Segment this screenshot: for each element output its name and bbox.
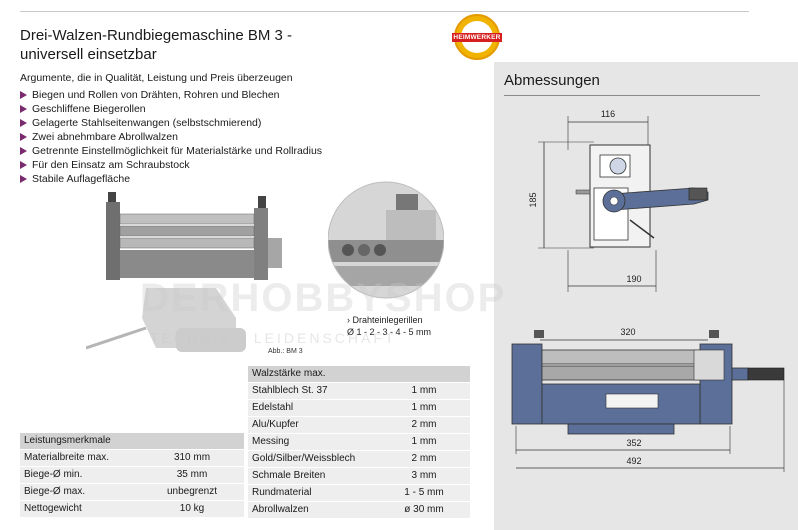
table-header-cell: Leistungsmerkmale <box>20 433 140 450</box>
detail-caption: › Drahteinlegerillen Ø 1 - 2 - 3 - 4 - 5… <box>347 314 431 338</box>
feature-item: Zwei abnehmbare Abrollwalzen <box>20 130 322 144</box>
table-row: Biege-Ø max.unbegrenzt <box>20 483 244 501</box>
table-header-cell: Walzstärke max. <box>248 366 378 383</box>
feature-item: Geschliffene Biegerollen <box>20 102 322 116</box>
bullet-triangle-icon <box>20 175 27 183</box>
watermark-sub: TECHNIK · LEIDENSCHAFT <box>150 330 397 346</box>
front-view-drawing: 320 352 492 <box>511 327 785 472</box>
feature-item: Für den Einsatz am Schraubstock <box>20 158 322 172</box>
page-title: Drei-Walzen-Rundbiegemaschine BM 3 - uni… <box>20 26 292 64</box>
feature-item: Stabile Auflagefläche <box>20 172 322 186</box>
dim-116-label: 116 <box>601 109 615 119</box>
photo-caption: Abb.: BM 3 <box>268 348 303 355</box>
dimensions-divider <box>504 95 760 96</box>
product-photo <box>86 192 282 352</box>
feature-list: Biegen und Rollen von Drähten, Rohren un… <box>20 88 322 186</box>
dim-352-label: 352 <box>626 438 641 448</box>
dim-185-label: 185 <box>528 192 538 207</box>
logo-band: HEIMWERKER <box>452 33 502 42</box>
detail-caption-line-2: Ø 1 - 2 - 3 - 4 - 5 mm <box>347 327 432 337</box>
feature-item: Biegen und Rollen von Drähten, Rohren un… <box>20 88 322 102</box>
feature-item: Getrennte Einstellmöglichkeit für Materi… <box>20 144 322 158</box>
bullet-triangle-icon <box>20 147 27 155</box>
side-view-drawing: 116 185 190 <box>528 109 709 292</box>
table-header-cell <box>140 433 244 450</box>
bullet-triangle-icon <box>20 91 27 99</box>
title-line-2: universell einsetzbar <box>20 46 157 63</box>
bullet-triangle-icon <box>20 119 27 127</box>
dim-190-label: 190 <box>626 274 641 284</box>
table-header-row: Leistungsmerkmale <box>20 433 244 450</box>
heimwerker-logo: HEIMWERKER <box>452 14 502 60</box>
table-row: Biege-Ø min.35 mm <box>20 466 244 484</box>
dimensions-title: Abmessungen <box>504 72 600 89</box>
dim-320-label: 320 <box>620 327 635 337</box>
bullet-triangle-icon <box>20 105 27 113</box>
title-line-1: Drei-Walzen-Rundbiegemaschine BM 3 - <box>20 27 293 44</box>
detail-caption-line-1: › Drahteinlegerillen <box>347 315 423 325</box>
bullet-triangle-icon <box>20 133 27 141</box>
watermark: DERHOBBYSHOP <box>140 276 507 320</box>
top-divider <box>20 11 749 12</box>
feature-item: Gelagerte Stahlseitenwangen (selbstschmi… <box>20 116 322 130</box>
table-header-cell <box>378 366 470 383</box>
spec-table: Leistungsmerkmale Materialbreite max.310… <box>20 433 244 518</box>
table-row: Materialbreite max.310 mm <box>20 449 244 467</box>
table-header-row: Walzstärke max. <box>248 366 470 383</box>
dimensions-panel <box>494 62 798 530</box>
intro-text: Argumente, die in Qualität, Leistung und… <box>20 72 293 84</box>
dim-492-label: 492 <box>626 456 641 466</box>
detail-photo <box>328 181 444 299</box>
bullet-triangle-icon <box>20 161 27 169</box>
